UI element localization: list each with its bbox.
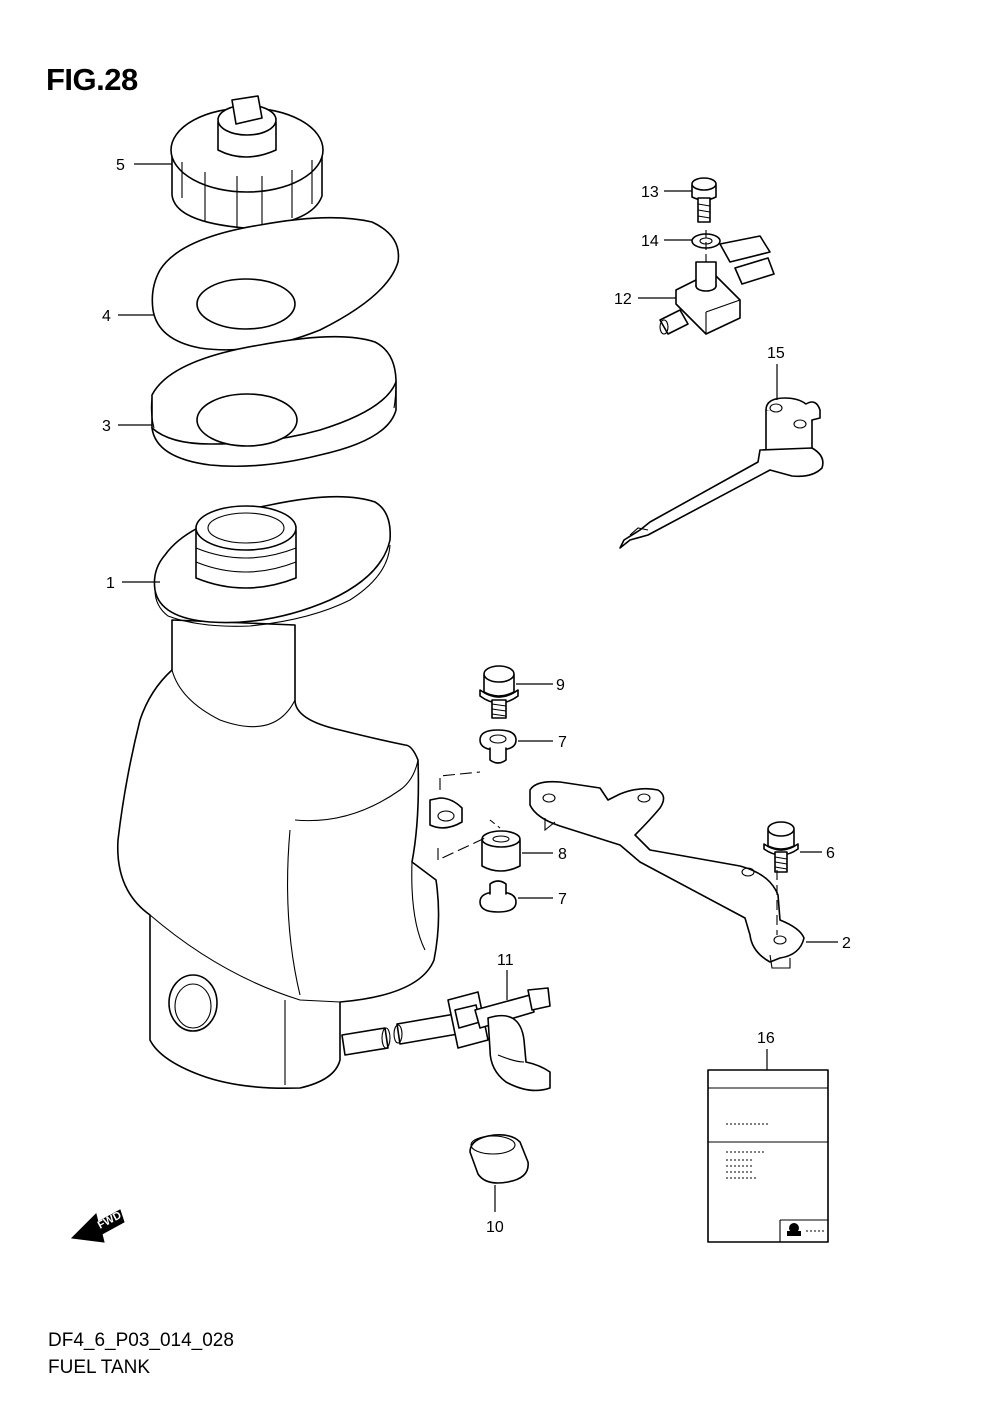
part-7-grommet-upper: [479, 729, 517, 764]
callout-7-lower: 7: [558, 891, 567, 908]
leader-lines: [118, 163, 838, 1212]
callout-6: 6: [826, 845, 835, 862]
part-5-fuel-cap: [170, 95, 324, 229]
callout-4: 4: [102, 308, 111, 325]
callout-13: 13: [641, 184, 659, 201]
figure-code: DF4_6_P03_014_028: [48, 1330, 234, 1351]
callout-14: 14: [641, 233, 659, 250]
fwd-arrow-icon: FWD: [70, 1209, 125, 1243]
part-13-screw: [691, 177, 717, 223]
part-2-bracket: [529, 780, 805, 969]
part-12-fuel-connector: [659, 235, 775, 335]
callout-9: 9: [556, 677, 565, 694]
part-9-bolt: [479, 665, 519, 719]
callout-1: 1: [106, 575, 115, 592]
assembly-dashed-lines: [437, 230, 778, 935]
callout-7-upper: 7: [558, 734, 567, 751]
callout-5: 5: [116, 157, 125, 174]
callout-2: 2: [842, 935, 851, 952]
part-6-bolt: [763, 821, 799, 873]
part-15-fuel-gauge: [619, 397, 824, 549]
part-7-grommet-lower: [479, 880, 517, 913]
callout-8: 8: [558, 846, 567, 863]
callout-11: 11: [497, 952, 514, 969]
callout-labels: 1 2 3 4 5 6 7 7 8 9 10 11 12 13 14 15 16: [102, 157, 851, 1236]
figure-title: FIG.28: [46, 62, 138, 97]
part-10-fuel-filter: [469, 1134, 529, 1184]
part-3-packing: [150, 335, 397, 468]
callout-15: 15: [767, 345, 785, 362]
part-1-fuel-tank: [116, 495, 463, 1090]
part-8-damper: [481, 830, 521, 872]
callout-3: 3: [102, 418, 111, 435]
callout-10: 10: [486, 1219, 504, 1236]
figure-name: FUEL TANK: [48, 1357, 151, 1378]
callout-12: 12: [614, 291, 632, 308]
callout-16: 16: [757, 1030, 775, 1047]
part-11-fuel-cock: [393, 987, 551, 1092]
part-4-gasket: [151, 216, 400, 351]
part-16-owners-manual: [707, 1069, 829, 1243]
